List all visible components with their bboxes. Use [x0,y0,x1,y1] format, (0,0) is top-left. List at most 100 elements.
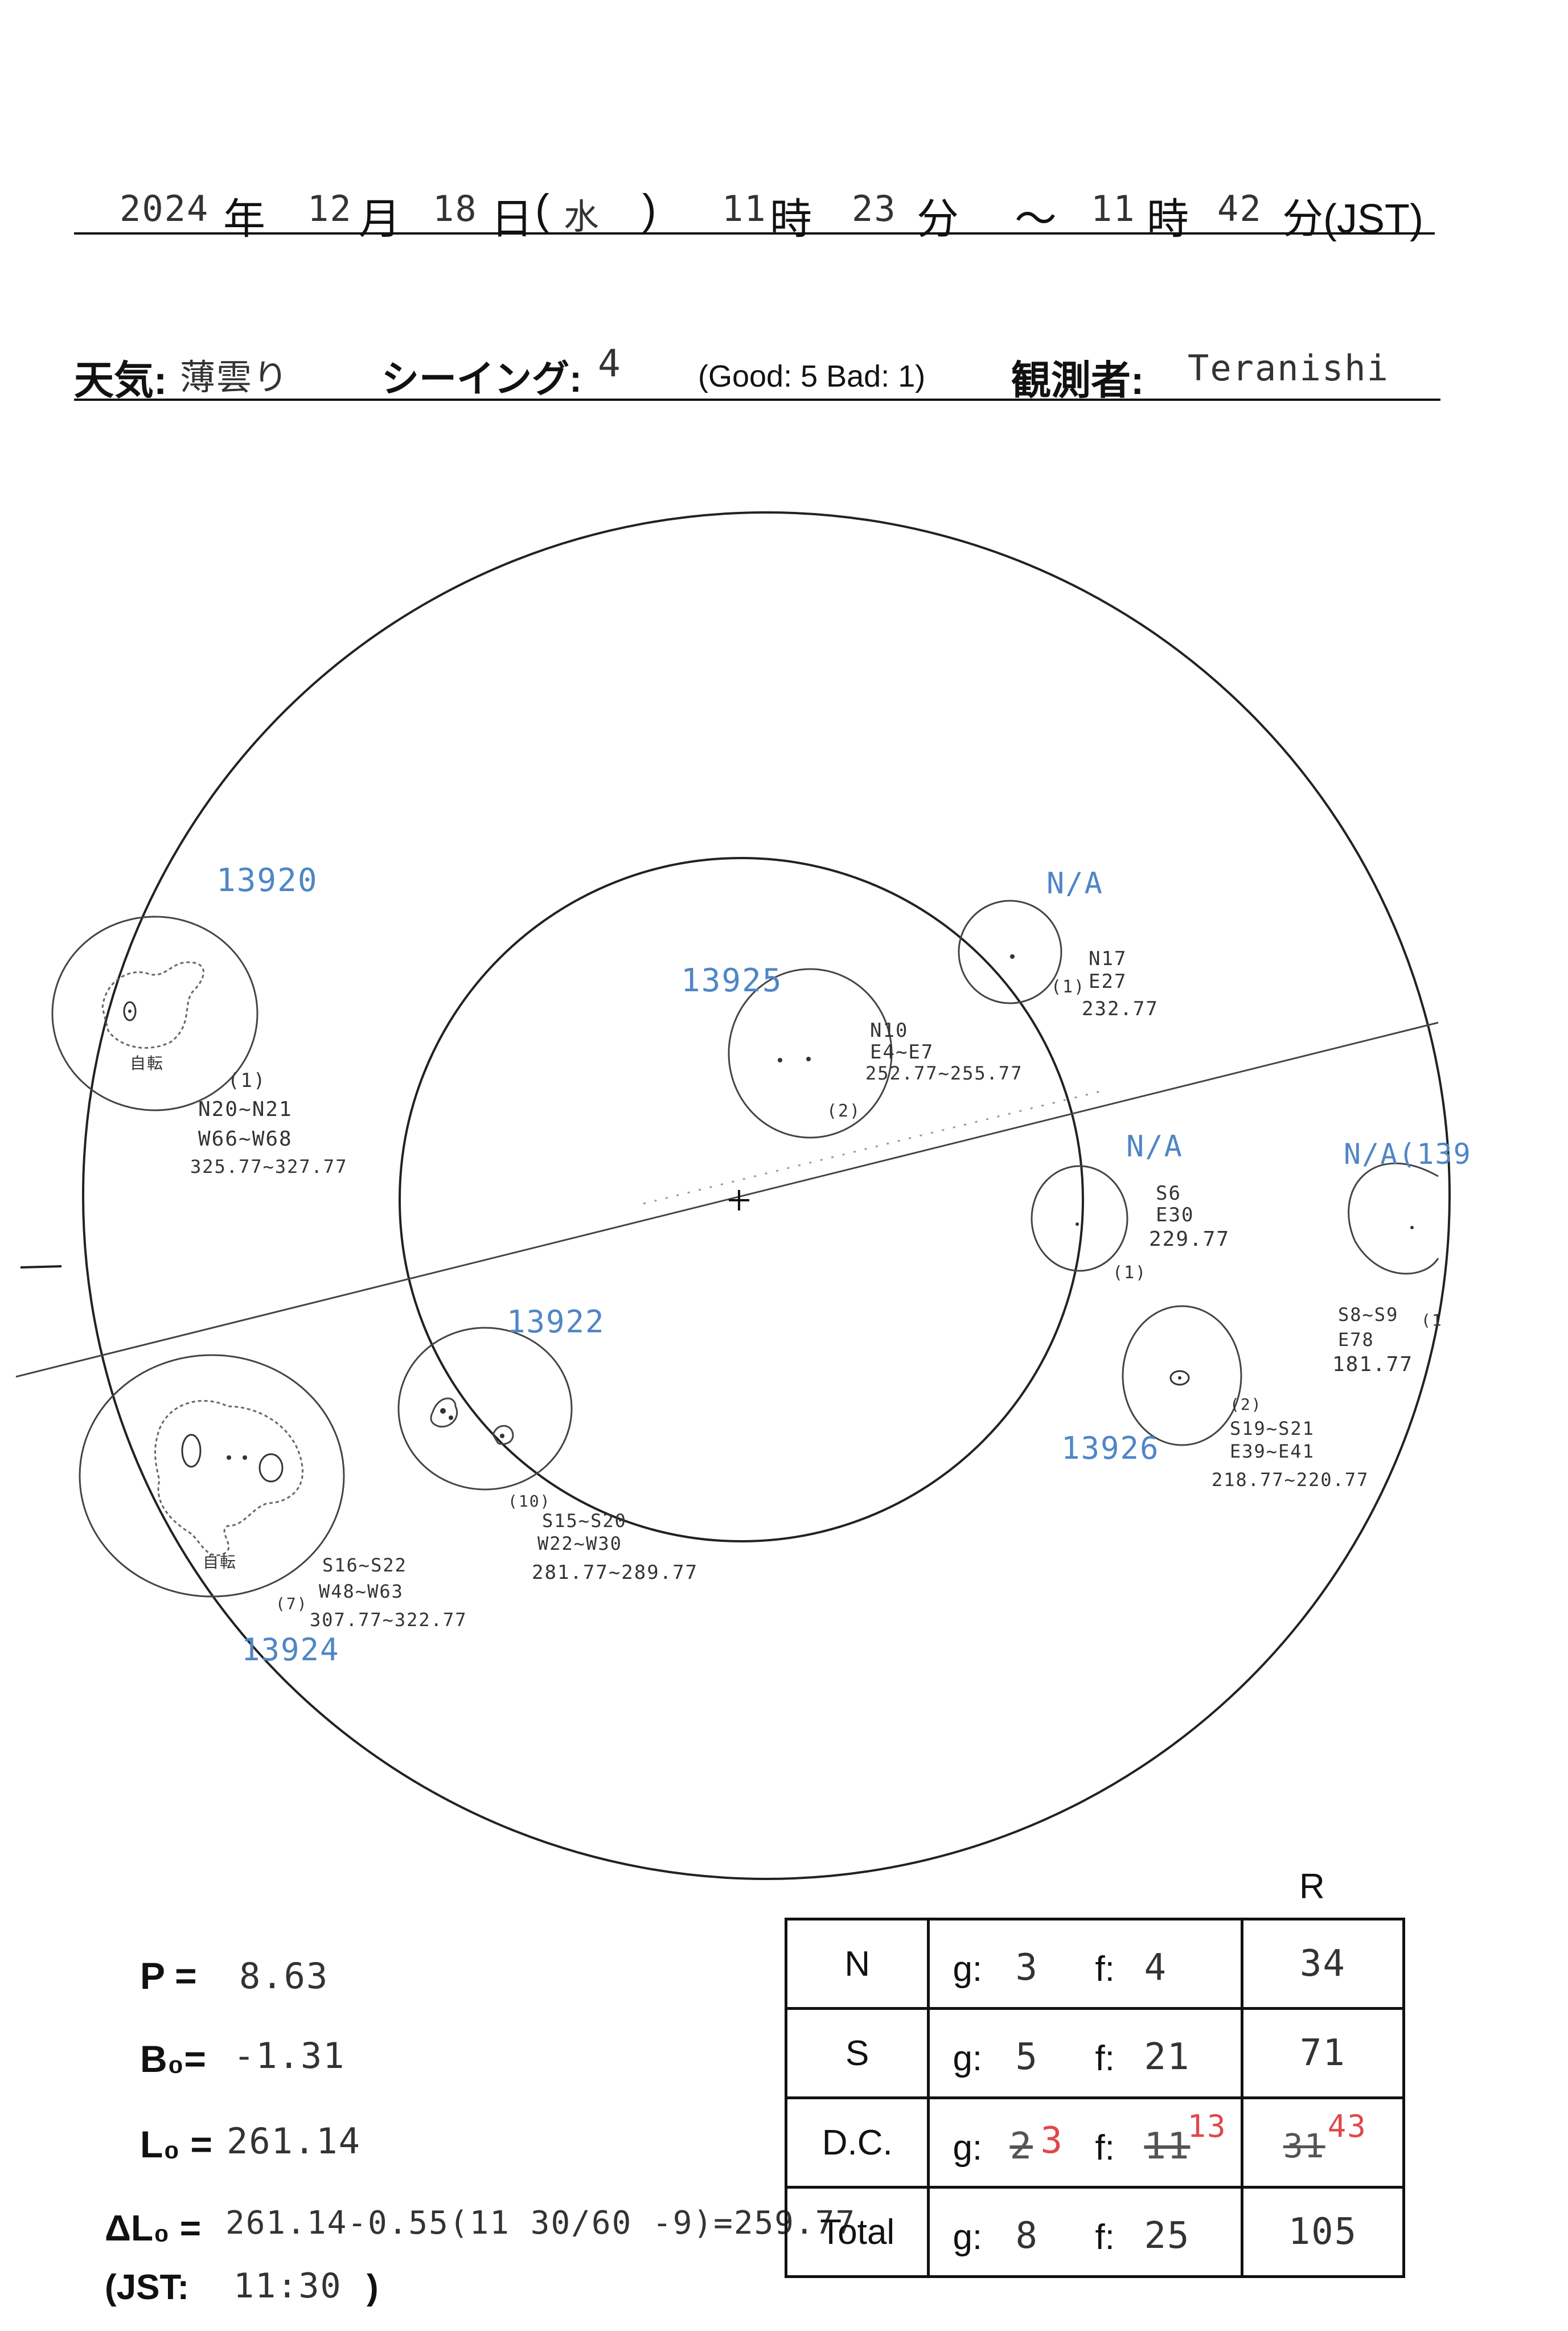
solar-equator-line [15,1021,1439,1378]
region-count: (7) [276,1594,308,1613]
end-hour: 11 [1091,188,1136,229]
end-min: 42 [1217,188,1262,229]
weather-value: 薄雲り [180,356,290,398]
region-lat: S19~S21 [1230,1418,1315,1439]
l0-label: L₀ = [140,2123,212,2165]
region-lon: E78 [1338,1329,1374,1351]
region-13920 [51,916,258,1111]
year-unit: 年 [223,195,265,243]
region-count: (1) [1113,1263,1147,1283]
spot-count: 21 [1144,2036,1191,2078]
b0-value: -1.31 [233,2035,346,2076]
region-lon: E39~E41 [1230,1441,1315,1462]
region-lon: W22~W30 [537,1533,622,1554]
g-label: g: [953,2128,983,2168]
penumbra-outline [101,961,204,1049]
spot-group [430,1397,458,1428]
region-number: 13920 [216,862,318,899]
delta-l0-label: ΔL₀ = [105,2207,202,2248]
region-circle [1348,1162,1439,1275]
region-number: 13924 [241,1632,340,1668]
group-spot-cell: g: 5 f: 21 [927,2007,1243,2099]
observer-value: Teranishi [1188,347,1389,389]
jst-close: ) [367,2268,379,2307]
group-count-crossed: 2 [1009,2125,1033,2168]
group-count-corrected: 3 [1040,2120,1064,2162]
relative-number: 34 [1240,1918,1406,2010]
region-13924 [79,1354,345,1598]
region-lat: S6 [1156,1182,1181,1205]
region-circle [1031,1165,1128,1272]
weekday-open: ( [535,186,549,233]
start-hour: 11 [722,188,767,229]
region-13925 [728,968,893,1139]
region-count: (1) [1051,977,1086,997]
region-note: 自転 [203,1553,237,1571]
f-label: f: [1095,2039,1115,2078]
umbra [123,1001,137,1021]
l0-value: 261.14 [227,2120,361,2162]
region-lat: S8~S9 [1338,1304,1399,1325]
region-circle [397,1327,573,1491]
relative-number-corrected: 43 [1327,2108,1367,2144]
table-row-total: Total g: 8 f: 25 105 [784,2186,1406,2278]
solar-disk-drawing [15,511,1451,1880]
spot [227,1455,231,1460]
observer-label: 観測者: [1011,358,1144,403]
r-column-header: R [1299,1867,1325,1906]
region-circle [728,968,893,1139]
spot [778,1058,782,1062]
region-lon: W66~W68 [198,1127,293,1151]
spot [1410,1226,1414,1229]
spot [1010,954,1015,959]
region-carrington: 232.77 [1082,998,1159,1020]
region-lat: S16~S22 [322,1554,407,1576]
jst-value: 11:30 [233,2266,342,2306]
region-count: (2) [827,1101,861,1121]
table-row-south: S g: 5 f: 21 71 [784,2007,1406,2099]
g-label: g: [953,2218,983,2257]
umbra-core [1178,1376,1181,1380]
spot [243,1455,247,1460]
umbra [181,1434,202,1468]
region-lon: E4~E7 [870,1041,934,1064]
delta-l0-expression: 261.14-0.55(11 30/60 -9)=259.77 [225,2205,856,2242]
f-label: f: [1095,2128,1115,2168]
f-label: f: [1095,1950,1115,1989]
region-13926 [1122,1305,1242,1446]
region-carrington: 229.77 [1149,1228,1230,1251]
region-circle [79,1354,345,1598]
region-count: (1 [1421,1311,1443,1329]
spot-group [492,1425,514,1445]
month-value: 12 [307,188,352,229]
g-label: g: [953,1950,983,1989]
region-na-limb [1348,1162,1439,1275]
region-carrington: 181.77 [1332,1353,1414,1376]
region-carrington: 325.77~327.77 [190,1156,348,1177]
dotted-trail [643,1089,1107,1205]
region-count: (2) [1230,1395,1262,1414]
sunspot-count-table: N g: 3 f: 4 34 S g: 5 f: 21 71 D.C. g: 2… [784,1918,1406,2278]
group-spot-cell: g: 3 f: 4 [927,1918,1243,2010]
spot-count-crossed: 11 [1144,2125,1191,2168]
region-lat: S15~S20 [542,1510,627,1532]
group-spot-cell: g: 8 f: 25 [927,2186,1243,2278]
region-lat: N17 [1089,947,1127,970]
conditions-underline [74,399,1440,401]
weekday-close: ) [642,186,656,233]
group-count: 8 [1015,2215,1039,2257]
relative-number: 105 [1240,2186,1406,2278]
spot-count: 25 [1144,2215,1191,2257]
start-min: 23 [852,188,897,229]
spot [440,1408,446,1414]
region-carrington: 252.77~255.77 [865,1062,1023,1084]
umbra [1169,1370,1190,1386]
row-label: Total [784,2186,930,2278]
g-label: g: [953,2039,983,2078]
spot-count: 4 [1144,1947,1167,1989]
jst-label: (JST: [105,2268,190,2307]
relative-number: 71 [1240,2007,1406,2099]
start-hour-unit: 時 [770,195,812,243]
row-label: D.C. [784,2096,930,2189]
row-label: S [784,2007,930,2099]
